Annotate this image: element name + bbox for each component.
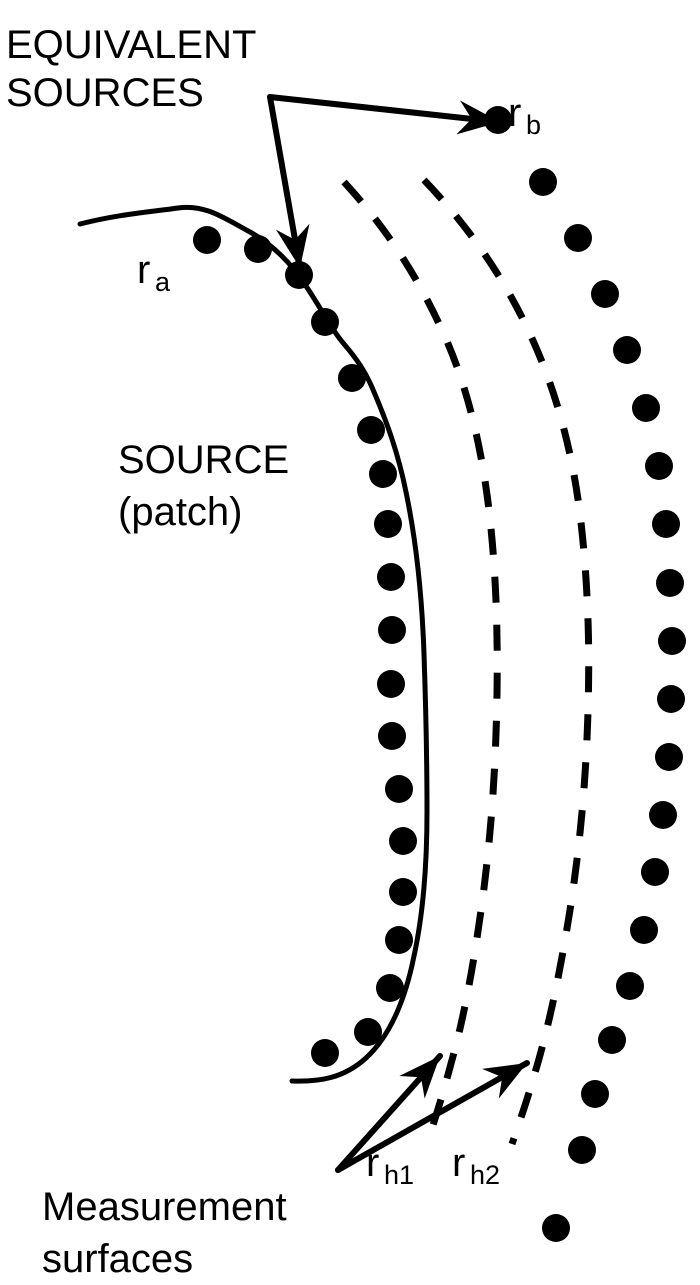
arrowhead-icon-right xyxy=(456,100,500,135)
equivalent-source-dot-17 xyxy=(354,1018,382,1046)
measurement-surfaces-label-line-2: surfaces xyxy=(42,1237,193,1281)
equivalent-source-dot-14 xyxy=(389,878,417,906)
label-ra: r a xyxy=(137,248,171,297)
equivalent-source-dot-7 xyxy=(374,510,402,538)
label-rh2: r h2 xyxy=(452,1141,500,1190)
arrowhead-icon-measurement-2 xyxy=(482,1063,527,1099)
measurement-dot-13 xyxy=(641,858,669,886)
measurement-surfaces-leader xyxy=(335,1053,530,1173)
measurement-dot-3 xyxy=(591,280,619,308)
label-ra-subscript: a xyxy=(155,267,171,297)
measurement-dot-11 xyxy=(655,743,683,771)
label-rh1-subscript: h1 xyxy=(384,1160,414,1190)
equivalent-source-dot-4 xyxy=(338,364,366,392)
source-patch-label-line-1: SOURCE xyxy=(118,438,289,482)
equivalent-sources-arrow-right-shaft xyxy=(267,94,503,125)
equivalent-sources-leader xyxy=(267,94,503,271)
measurement-surfaces-label-line-1: Measurement xyxy=(42,1185,287,1229)
equivalent-source-dot-18 xyxy=(311,1039,339,1067)
equivalent-source-dot-3 xyxy=(311,308,339,336)
label-rh2-base: r xyxy=(452,1141,465,1185)
equivalent-source-dot-10 xyxy=(377,670,405,698)
label-rb: r b xyxy=(508,91,541,140)
source-patch-curve xyxy=(77,204,430,1084)
equivalent-source-dot-6 xyxy=(369,460,397,488)
measurement-dot-6 xyxy=(645,452,673,480)
equivalent-source-dot-15 xyxy=(385,926,413,954)
measurement-dot-8 xyxy=(656,569,684,597)
measurement-dot-15 xyxy=(616,972,644,1000)
label-rb-base: r xyxy=(508,91,521,135)
equivalent-sources-arrow-down-shaft xyxy=(267,94,303,271)
label-rb-subscript: b xyxy=(526,110,541,140)
source-patch-label-line-2: (patch) xyxy=(118,490,243,534)
label-ra-base: r xyxy=(137,248,150,292)
measurement-dot-7 xyxy=(652,510,680,538)
measurement-dot-18 xyxy=(568,1136,596,1164)
measurement-dot-16 xyxy=(598,1026,626,1054)
measurement-dot-2 xyxy=(564,224,592,252)
label-rh2-subscript: h2 xyxy=(470,1160,500,1190)
measurement-dot-19 xyxy=(542,1214,570,1242)
equivalent-source-dot-0 xyxy=(193,226,221,254)
measurement-dot-4 xyxy=(613,336,641,364)
title-line-1: EQUIVALENT xyxy=(6,23,256,67)
measurement-dot-12 xyxy=(649,801,677,829)
equivalent-source-dot-16 xyxy=(376,974,404,1002)
measurement-dot-10 xyxy=(657,685,685,713)
equivalent-source-dot-12 xyxy=(385,775,413,803)
equivalent-source-dot-2 xyxy=(285,261,313,289)
measurement-dot-5 xyxy=(632,394,660,422)
measurement-surface-curve-2 xyxy=(421,177,593,1146)
equivalent-source-dot-1 xyxy=(244,235,272,263)
measurement-dot-1 xyxy=(529,168,557,196)
equivalent-source-dot-11 xyxy=(378,722,406,750)
label-rh1-base: r xyxy=(366,1141,379,1185)
measurement-point-dots xyxy=(484,106,686,1242)
equivalent-source-dot-8 xyxy=(377,563,405,591)
measurement-surface-curve-1 xyxy=(341,179,501,1130)
title-line-2: SOURCES xyxy=(6,71,204,115)
equivalent-source-dots xyxy=(193,226,417,1067)
measurement-arrow-2-shaft xyxy=(335,1060,530,1173)
measurement-dot-17 xyxy=(581,1080,609,1108)
equivalent-source-dot-13 xyxy=(389,827,417,855)
measurement-dot-9 xyxy=(658,627,686,655)
arrowhead-icon-down xyxy=(275,223,310,268)
arrowhead-icon-measurement-1 xyxy=(399,1056,440,1099)
equivalent-source-dot-9 xyxy=(378,616,406,644)
measurement-dot-14 xyxy=(630,916,658,944)
label-rh1: r h1 xyxy=(366,1141,414,1190)
equivalent-source-dot-5 xyxy=(357,416,385,444)
